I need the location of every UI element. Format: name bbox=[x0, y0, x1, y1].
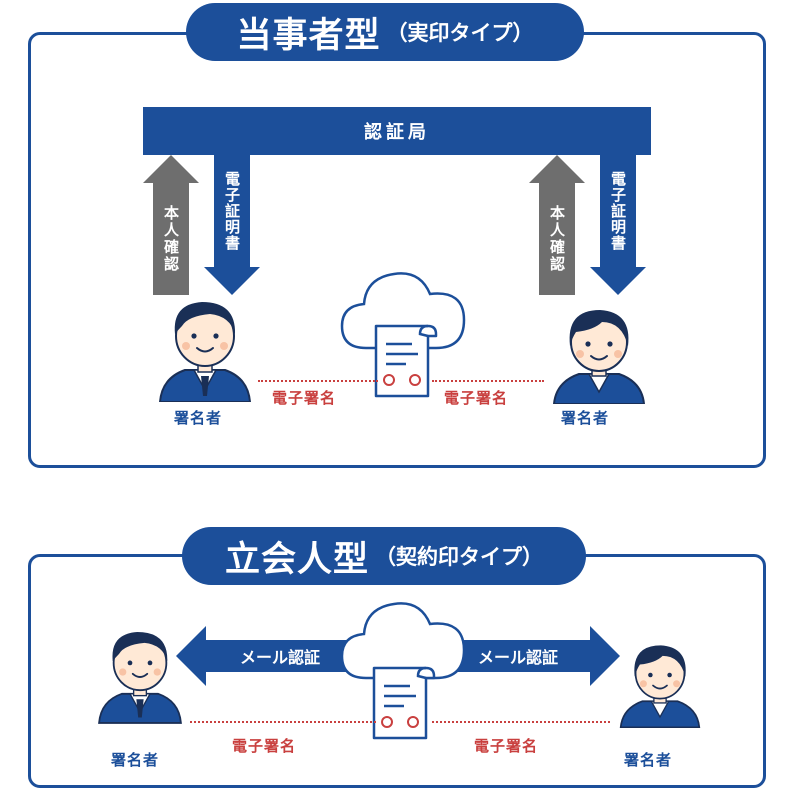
signature-label-left: 電子署名 bbox=[232, 735, 297, 756]
male-signer-avatar bbox=[98, 632, 182, 724]
female-signer-avatar bbox=[552, 310, 646, 404]
panel1-title-main: 当事者型 bbox=[236, 15, 381, 56]
ca-label: 認証局 bbox=[364, 122, 430, 143]
signature-label-right: 電子署名 bbox=[444, 387, 509, 408]
signature-label-left: 電子署名 bbox=[272, 387, 337, 408]
signer-label-left: 署名者 bbox=[111, 751, 160, 769]
signer-label-left: 署名者 bbox=[174, 409, 223, 427]
signature-label-right: 電子署名 bbox=[474, 735, 539, 756]
identity-arrow-right: 本人確認 bbox=[529, 155, 585, 295]
arrow-down-icon bbox=[204, 267, 260, 295]
signer-label-right: 署名者 bbox=[561, 409, 610, 427]
signature-line-left bbox=[258, 380, 378, 382]
email-auth-label-left: メール認証 bbox=[239, 648, 320, 667]
panel1-title: 当事者型 （実印タイプ） bbox=[186, 3, 584, 61]
panel2-title: 立会人型 （契約印タイプ） bbox=[182, 527, 586, 585]
signer-label-right: 署名者 bbox=[624, 751, 673, 769]
certificate-arrow-label: 電子証明書 bbox=[609, 171, 627, 251]
certificate-arrow-left: 電子証明書 bbox=[204, 155, 260, 295]
male-signer-avatar bbox=[158, 302, 252, 402]
identity-arrow-label: 本人確認 bbox=[548, 205, 566, 273]
certificate-arrow-right: 電子証明書 bbox=[590, 155, 646, 295]
panel-party-type bbox=[28, 32, 766, 468]
arrow-up-icon bbox=[529, 155, 585, 183]
email-auth-label-right: メール認証 bbox=[477, 648, 558, 667]
arrow-right-icon bbox=[590, 626, 620, 686]
panel1-title-sub: （実印タイプ） bbox=[386, 21, 534, 45]
document-icon bbox=[374, 324, 438, 398]
document-icon bbox=[372, 666, 436, 740]
arrow-left-icon bbox=[176, 626, 206, 686]
panel2-title-main: 立会人型 bbox=[224, 539, 369, 580]
email-auth-arrow-left: メール認証 bbox=[176, 626, 354, 686]
female-signer-avatar bbox=[619, 645, 701, 728]
arrow-up-icon bbox=[143, 155, 199, 183]
panel2-title-sub: （契約印タイプ） bbox=[375, 545, 543, 569]
certificate-arrow-label: 電子証明書 bbox=[223, 171, 241, 251]
signature-line-right bbox=[432, 380, 544, 382]
email-auth-arrow-right: メール認証 bbox=[446, 626, 620, 686]
identity-arrow-left: 本人確認 bbox=[143, 155, 199, 295]
certificate-authority-bar: 認証局 bbox=[143, 107, 651, 155]
identity-arrow-label: 本人確認 bbox=[162, 205, 180, 273]
cloud-icon bbox=[340, 602, 466, 680]
signature-line-left bbox=[190, 721, 376, 723]
arrow-down-icon bbox=[590, 267, 646, 295]
signature-line-right bbox=[432, 721, 610, 723]
